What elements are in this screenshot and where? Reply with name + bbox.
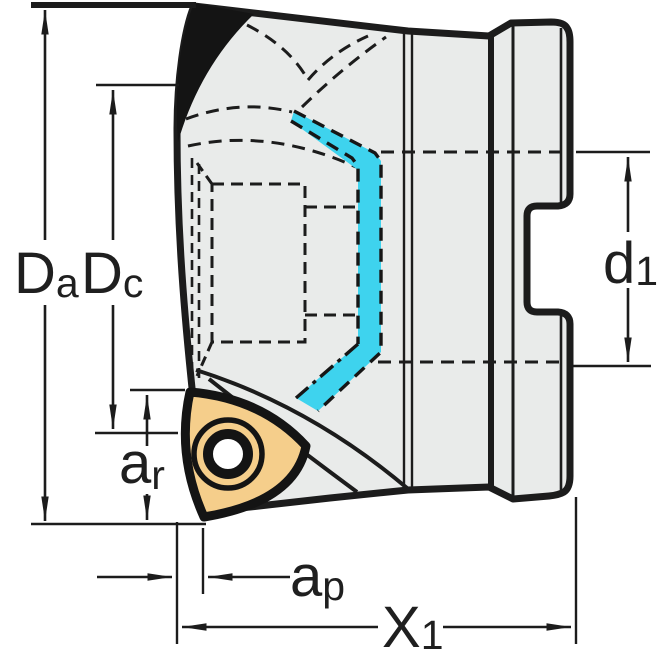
dim-label-x1: X1 — [382, 595, 444, 660]
extension-lines — [31, 2, 651, 644]
flute-hidden-arc — [300, 35, 387, 109]
hidden-lines — [185, 23, 570, 385]
insert-screw-hole — [203, 429, 253, 479]
dimension-lines — [41, 10, 632, 631]
pocket-hidden-rect — [210, 182, 307, 344]
flute-border-inner — [290, 119, 360, 344]
insert-group — [180, 387, 311, 522]
pocket-corner-line — [195, 341, 214, 377]
pocket-seat-curve — [195, 368, 409, 490]
flute-hidden-arc — [187, 138, 357, 169]
dim-label-ar: ar — [119, 431, 165, 498]
flute-highlight-borders — [290, 109, 383, 413]
flute-hidden-arc — [246, 23, 310, 81]
dim-label-ap: ap — [290, 544, 345, 609]
flute-highlight — [291, 111, 381, 411]
dim-label-dc: Dc — [81, 241, 143, 306]
flute-border-dashdot — [294, 342, 360, 400]
body-contour-lines — [402, 25, 563, 498]
dim-label-d1: d1 — [603, 231, 658, 296]
flute-hidden-arc — [306, 34, 369, 81]
cutting-edge-wedge — [176, 3, 254, 142]
flute-hidden-arc — [185, 105, 293, 121]
flute-border-outer — [293, 109, 383, 413]
dim-label-da: Da — [14, 241, 79, 306]
insert-screw-seat-circle — [191, 417, 265, 491]
